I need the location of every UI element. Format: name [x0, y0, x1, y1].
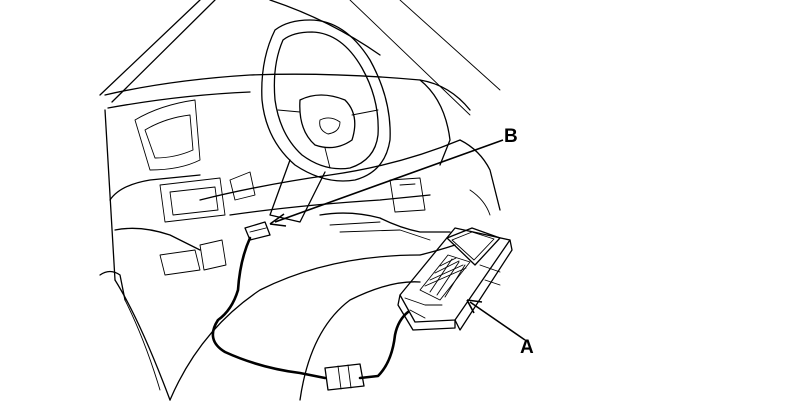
callout-b-label: B — [504, 126, 518, 147]
seat-outline — [114, 244, 456, 401]
callout-a-leader — [469, 301, 526, 341]
tester-cable — [211, 236, 410, 380]
steering-wheel — [261, 19, 391, 223]
callout-b-leader — [274, 139, 504, 223]
knee-area — [99, 227, 227, 301]
dashboard — [104, 73, 471, 281]
arrowhead-a — [466, 299, 483, 314]
dlc-connector — [244, 221, 271, 241]
cable-connector — [324, 363, 365, 391]
lower-dash — [199, 139, 501, 241]
arrowhead-b — [269, 213, 287, 227]
tester-keypad — [419, 254, 471, 301]
callout-a-label: A — [520, 337, 534, 358]
windshield-lines — [99, 0, 501, 116]
handheld-tester — [397, 227, 513, 331]
